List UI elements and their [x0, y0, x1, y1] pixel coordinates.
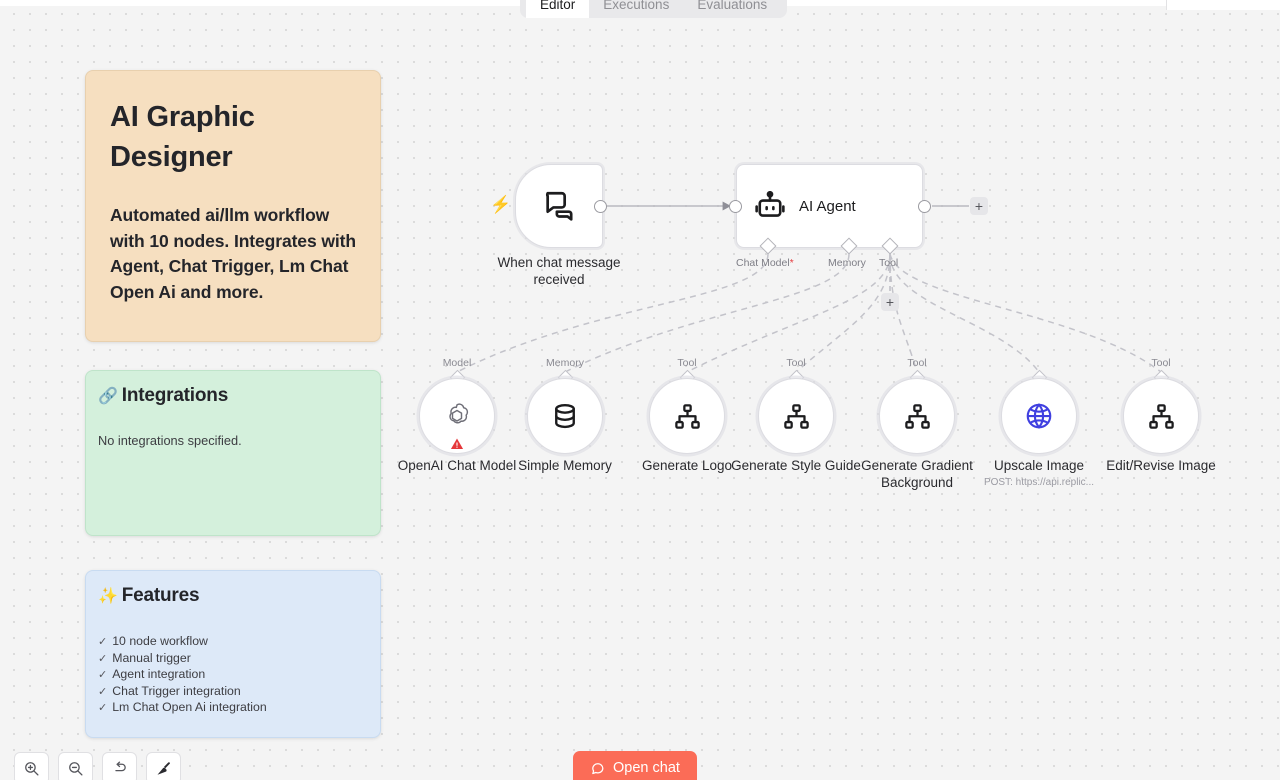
- zoom-in-button[interactable]: [14, 752, 49, 780]
- canvas-toolbar: [14, 752, 181, 780]
- subnode-sublabel: POST: https://api.replic...: [983, 477, 1095, 488]
- agent-connector-label-chat-model: Chat Model*: [736, 257, 794, 269]
- check-icon: ✓: [98, 636, 108, 648]
- tidy-up-button[interactable]: [146, 752, 181, 780]
- subnode-type-label: Tool: [907, 357, 927, 369]
- feature-item-label: Lm Chat Open Ai integration: [112, 700, 267, 715]
- zoom-in-icon: [25, 762, 39, 776]
- node-simple-memory[interactable]: [527, 378, 603, 454]
- node-edit-revise-image[interactable]: [1123, 378, 1199, 454]
- node-generate-logo[interactable]: [649, 378, 725, 454]
- database-icon: [550, 401, 580, 431]
- robot-icon: [755, 191, 785, 217]
- features-heading-text: Features: [121, 585, 200, 606]
- feature-item: ✓ Manual trigger: [98, 650, 368, 667]
- sticky-note-features[interactable]: ✨ Features ✓ 10 node workflow ✓ Manual trig…: [85, 570, 381, 738]
- subnode-label: OpenAI Chat Model: [397, 458, 517, 473]
- subnode-type-label: Tool: [786, 357, 806, 369]
- subnode-label: Edit/Revise Image: [1106, 458, 1216, 473]
- sticky-note-title[interactable]: AI Graphic Designer Automated ai/llm wor…: [85, 70, 381, 342]
- warning-badge[interactable]: [450, 437, 465, 451]
- trigger-bolt-icon: ⚡: [490, 195, 512, 214]
- broom-icon: [157, 762, 170, 775]
- node-when-chat-message-received[interactable]: [515, 164, 603, 248]
- tab-editor[interactable]: Editor: [526, 0, 590, 18]
- integrations-heading: 🔗 Integrations: [98, 385, 368, 407]
- agent-connector-label-memory: Memory: [828, 257, 866, 269]
- subnode-label: Upscale Image: [993, 458, 1085, 473]
- integrations-body: No integrations specified.: [98, 433, 242, 448]
- feature-item: ✓ 10 node workflow: [98, 633, 368, 650]
- add-tool-button[interactable]: +: [881, 293, 899, 311]
- node-label-trigger: When chat message received: [497, 255, 621, 288]
- subnode-label: Simple Memory: [518, 458, 612, 473]
- node-upscale-image[interactable]: [1001, 378, 1077, 454]
- subnode-type-label: Tool: [1151, 357, 1171, 369]
- hierarchy-icon: [673, 402, 702, 431]
- feature-item-label: 10 node workflow: [112, 634, 208, 648]
- open-chat-label: Open chat: [613, 760, 680, 776]
- integrations-heading-text: Integrations: [121, 385, 229, 406]
- check-icon: ✓: [98, 669, 108, 682]
- feature-item-label: Chat Trigger integration: [112, 683, 241, 698]
- subnode-label: Generate Gradient Background: [861, 458, 973, 491]
- sticky-note-integrations[interactable]: 🔗 Integrations No integrations specified…: [85, 370, 381, 536]
- sparkles-icon: ✨: [98, 588, 118, 605]
- tab-evaluations[interactable]: Evaluations: [697, 0, 768, 12]
- feature-item-label: Manual trigger: [112, 650, 191, 665]
- node-ai-agent[interactable]: AI Agent: [736, 164, 923, 248]
- feature-item-label: Agent integration: [112, 667, 206, 682]
- zoom-out-icon: [69, 762, 83, 776]
- agent-output-dot[interactable]: [918, 200, 931, 213]
- warning-icon: [450, 438, 464, 450]
- subnode-type-label: Model: [442, 357, 472, 369]
- node-generate-style-guide[interactable]: [758, 378, 834, 454]
- tab-bar: Editor Executions Evaluations: [520, 0, 788, 18]
- hierarchy-icon: [1147, 402, 1176, 431]
- node-label-ai-agent: AI Agent: [799, 197, 856, 215]
- reset-zoom-icon: [115, 761, 126, 772]
- agent-input-dot[interactable]: [729, 200, 742, 213]
- trigger-output-dot[interactable]: [594, 200, 607, 213]
- subnode-type-label: Tool: [677, 357, 697, 369]
- hierarchy-icon: [903, 402, 932, 431]
- hierarchy-icon: [782, 402, 811, 431]
- check-icon: ✓: [98, 702, 108, 715]
- feature-item: ✓ Lm Chat Open Ai integration: [98, 699, 368, 716]
- openai-icon: [442, 401, 472, 431]
- zoom-out-button[interactable]: [58, 752, 93, 780]
- chat-bubble-icon: [592, 762, 604, 774]
- feature-item: ✓ Chat Trigger integration: [98, 683, 368, 700]
- reset-zoom-button[interactable]: [102, 752, 137, 780]
- node-generate-gradient-background[interactable]: [879, 378, 955, 454]
- subnode-type-label: Memory: [546, 357, 584, 369]
- subnode-label: Generate Logo: [641, 458, 733, 473]
- link-icon: 🔗: [98, 388, 118, 405]
- open-chat-button[interactable]: Open chat: [573, 751, 697, 780]
- features-heading: ✨ Features: [98, 585, 368, 607]
- feature-item: ✓ Agent integration: [98, 666, 368, 683]
- required-asterisk: *: [789, 258, 794, 269]
- header-right-panel: [1166, 0, 1280, 10]
- subnode-label: Generate Style Guide: [731, 458, 861, 473]
- chat-bubbles-icon: [545, 191, 573, 221]
- features-list: ✓ 10 node workflow ✓ Manual trigger ✓ Agent i…: [98, 633, 368, 716]
- add-next-node-button[interactable]: +: [970, 197, 988, 215]
- node-openai-chat-model[interactable]: [419, 378, 495, 454]
- check-icon: ✓: [98, 652, 108, 665]
- check-icon: ✓: [98, 685, 108, 698]
- tab-executions[interactable]: Executions: [603, 0, 670, 12]
- globe-icon: [1024, 401, 1054, 431]
- workflow-description: Automated ai/llm workflow with 10 nodes.…: [110, 205, 356, 303]
- agent-connector-label-tool: Tool: [879, 257, 899, 269]
- workflow-title: AI Graphic Designer: [110, 101, 255, 174]
